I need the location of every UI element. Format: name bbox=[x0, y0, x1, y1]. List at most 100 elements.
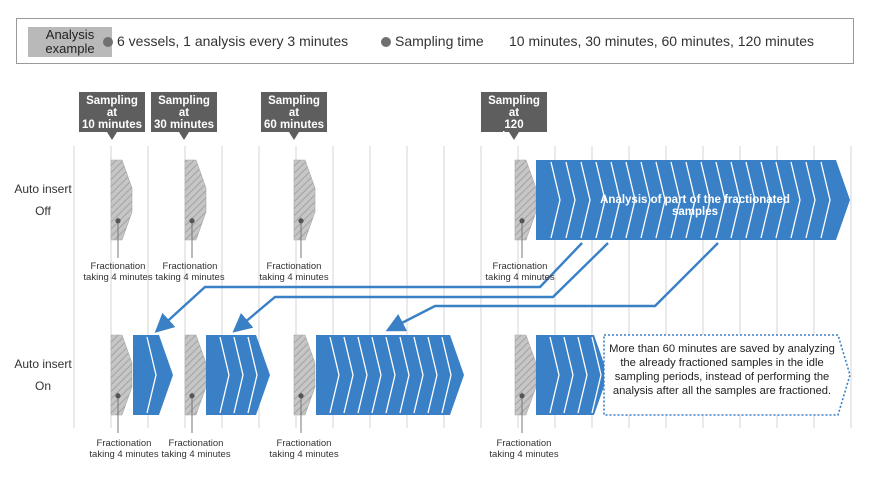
fractionation-block bbox=[184, 334, 207, 433]
chevron-mark bbox=[625, 161, 636, 239]
reuse-arrow bbox=[232, 242, 609, 333]
sampling-time-label: Sampling time bbox=[395, 33, 484, 49]
chevron-mark bbox=[371, 336, 382, 414]
hatched-shape bbox=[293, 334, 316, 416]
frac-line: Fractionation bbox=[162, 261, 218, 272]
fractionation-label: Fractionation taking 4 minutes bbox=[160, 438, 232, 460]
chevron-mark bbox=[385, 336, 396, 414]
chevron-mark bbox=[550, 161, 561, 239]
frac-line: Fractionation bbox=[266, 261, 322, 272]
fractionation-label: Fractionation taking 4 minutes bbox=[88, 438, 160, 460]
chevron-mark bbox=[820, 161, 831, 239]
frac-line: Fractionation bbox=[96, 438, 152, 449]
analysis-band-on-1 bbox=[133, 335, 173, 415]
marker-dot bbox=[115, 218, 121, 224]
chevron-mark bbox=[247, 336, 258, 414]
chevron-mark bbox=[219, 336, 230, 414]
row-label-line: On bbox=[34, 379, 51, 393]
band-body bbox=[316, 335, 464, 415]
chevron-mark bbox=[745, 161, 756, 239]
fractionation-label: Fractionation taking 4 minutes bbox=[258, 261, 330, 283]
sampling-text: 60 minutes bbox=[263, 119, 325, 131]
frac-line: taking 4 minutes bbox=[259, 272, 329, 283]
chevron-mark bbox=[549, 336, 560, 414]
fractionation-label: Fractionation taking 4 minutes bbox=[484, 261, 556, 283]
marker-dot bbox=[115, 393, 121, 399]
sampling-text: Sampling bbox=[86, 95, 138, 107]
savings-text: More than 60 minutes are saved by analyz… bbox=[609, 343, 835, 397]
chevron-mark bbox=[655, 161, 666, 239]
vessels-info: 6 vessels, 1 analysis every 3 minutes bbox=[103, 33, 348, 49]
process-blocks bbox=[110, 159, 850, 433]
analysis-band-on-3 bbox=[316, 335, 464, 415]
frac-line: taking 4 minutes bbox=[489, 449, 559, 460]
sampling-text: 120 minutes bbox=[491, 119, 537, 143]
chevron-mark bbox=[595, 161, 606, 239]
row-label-line: Off bbox=[35, 204, 51, 218]
analysis-band-off bbox=[536, 160, 850, 240]
sampling-callout-30: Sampling at 30 minutes bbox=[151, 92, 217, 140]
sampling-text: Sampling bbox=[268, 95, 320, 107]
hatched-shape bbox=[514, 159, 537, 241]
tag-line-1: Analysis bbox=[45, 27, 95, 42]
chevron-mark bbox=[565, 161, 576, 239]
marker-dot bbox=[519, 218, 525, 224]
hatched-shape bbox=[110, 334, 133, 416]
hatched-shape bbox=[514, 334, 537, 416]
marker-dot bbox=[519, 393, 525, 399]
fractionation-block bbox=[110, 159, 133, 258]
chevron-mark bbox=[670, 161, 681, 239]
frac-line: taking 4 minutes bbox=[269, 449, 339, 460]
fractionation-label: Fractionation taking 4 minutes bbox=[268, 438, 340, 460]
frac-line: taking 4 minutes bbox=[161, 449, 231, 460]
chevron-mark bbox=[610, 161, 621, 239]
analysis-band-on-4 bbox=[536, 335, 608, 415]
chevron-mark bbox=[413, 336, 424, 414]
fractionation-block bbox=[110, 334, 133, 433]
analysis-example-tag: Analysis example bbox=[28, 27, 112, 57]
sampling-text: 30 minutes bbox=[153, 119, 215, 131]
sampling-text: at bbox=[288, 107, 300, 119]
chevron-mark bbox=[790, 161, 801, 239]
marker-dot bbox=[298, 393, 304, 399]
sampling-text: Sampling bbox=[158, 95, 210, 107]
hatched-shape bbox=[184, 334, 207, 416]
row-label-on: Auto insert On bbox=[14, 353, 72, 397]
chevron-mark bbox=[700, 161, 711, 239]
frac-line: Fractionation bbox=[90, 261, 146, 272]
hatched-shape bbox=[293, 159, 316, 241]
fractionation-block bbox=[293, 159, 316, 258]
frac-line: taking 4 minutes bbox=[155, 272, 225, 283]
frac-line: Fractionation bbox=[492, 261, 548, 272]
chevron-mark bbox=[591, 336, 602, 414]
frac-line: taking 4 minutes bbox=[89, 449, 159, 460]
row-label-line: Auto insert bbox=[14, 182, 72, 196]
sampling-text: at bbox=[106, 107, 118, 119]
row-label-off: Auto insert Off bbox=[14, 178, 72, 222]
chevron-mark bbox=[343, 336, 354, 414]
hatched-shape bbox=[110, 159, 133, 241]
chevron-mark bbox=[233, 336, 244, 414]
hatched-shape bbox=[184, 159, 207, 241]
fractionation-label: Fractionation taking 4 minutes bbox=[82, 261, 154, 283]
marker-dot bbox=[298, 218, 304, 224]
sampling-callout-120: Sampling at 120 minutes bbox=[481, 92, 547, 143]
band-body bbox=[536, 160, 850, 240]
chevron-mark bbox=[715, 161, 726, 239]
fractionation-block bbox=[293, 334, 316, 433]
chevron-mark bbox=[577, 336, 588, 414]
sampling-text: at bbox=[178, 107, 190, 119]
reuse-arrows bbox=[154, 242, 719, 333]
chevron-mark bbox=[146, 336, 157, 414]
chevron-mark bbox=[805, 161, 816, 239]
frac-line: taking 4 minutes bbox=[485, 272, 555, 283]
chevron-mark bbox=[329, 336, 340, 414]
chevron-mark bbox=[685, 161, 696, 239]
fractionation-block bbox=[184, 159, 207, 258]
frac-line: Fractionation bbox=[276, 438, 332, 449]
chevron-mark bbox=[640, 161, 651, 239]
chevron-mark bbox=[427, 336, 438, 414]
band-body bbox=[536, 335, 608, 415]
sampling-time-info: Sampling time bbox=[381, 33, 484, 49]
sampling-callout-60: Sampling at 60 minutes bbox=[261, 92, 327, 140]
